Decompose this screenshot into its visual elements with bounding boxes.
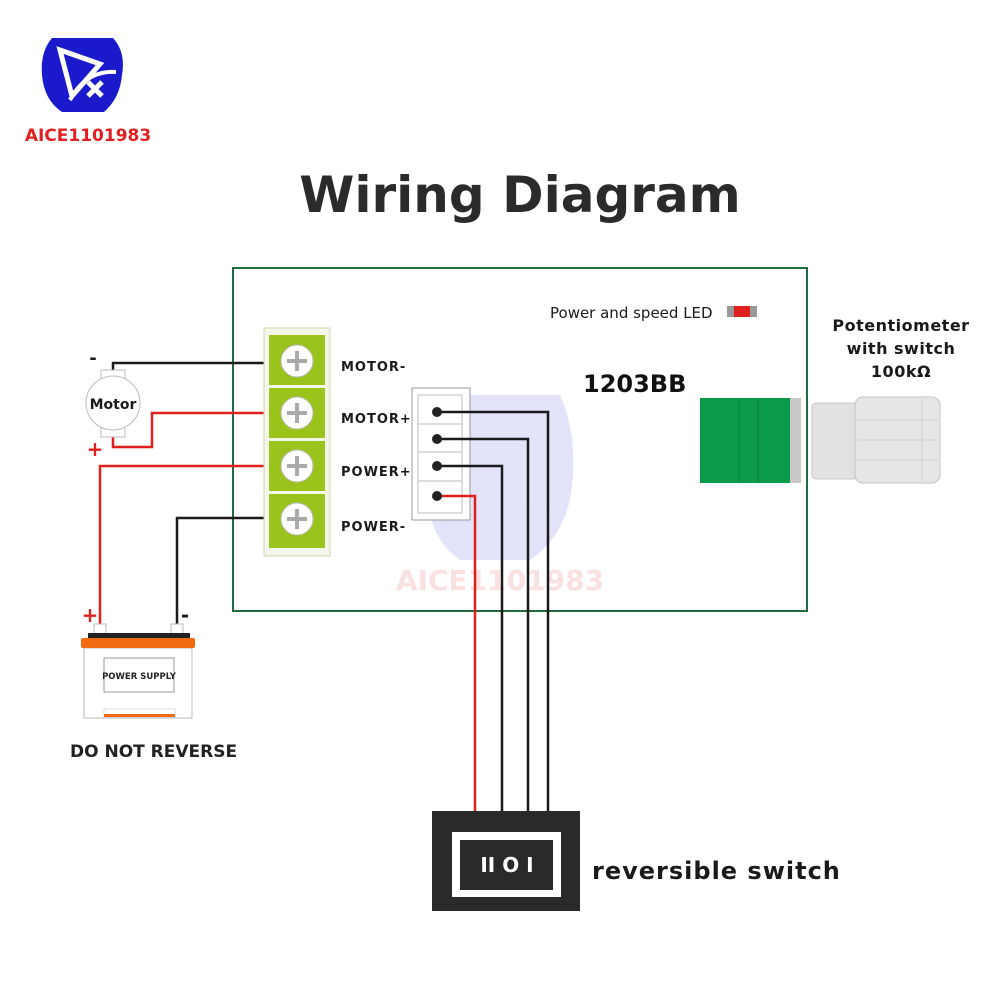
power-supply-label: POWER SUPPLY — [102, 672, 177, 682]
potentiometer-label-line3: 100kΩ — [871, 362, 931, 381]
motor: Motor - + — [85, 348, 141, 461]
switch-positions: II O I — [480, 853, 533, 877]
switch-connector — [411, 387, 471, 521]
terminal-label-motor-plus: MOTOR+ — [341, 412, 412, 427]
page-title: Wiring Diagram — [299, 166, 741, 224]
terminal-label-power-minus: POWER- — [341, 520, 406, 535]
terminal-label-motor-minus: MOTOR- — [341, 360, 406, 375]
switch-wiring — [437, 410, 550, 812]
battery-minus-sign: - — [181, 603, 189, 627]
power-supply: POWER SUPPLY + - — [81, 603, 195, 719]
potentiometer — [700, 396, 941, 484]
battery-plus-sign: + — [82, 603, 99, 627]
controller-board — [232, 267, 808, 612]
terminal-label-power-plus: POWER+ — [341, 465, 412, 480]
motor-minus-sign: - — [89, 348, 96, 369]
motor-label: Motor — [90, 397, 137, 413]
logo-text: AICE1101983 — [25, 126, 151, 146]
left-wiring — [98, 361, 266, 630]
watermark-text: AICE1101983 — [396, 564, 604, 597]
brand-logo: AICE1101983 — [25, 38, 151, 146]
reversible-switch: II O I — [432, 811, 580, 911]
motor-plus-sign: + — [87, 437, 104, 461]
board-model: 1203BB — [583, 370, 686, 398]
potentiometer-label-line2: with switch — [847, 339, 956, 358]
potentiometer-label-line1: Potentiometer — [832, 316, 969, 335]
terminal-block — [263, 327, 331, 557]
switch-label: reversible switch — [592, 857, 841, 885]
led-label: Power and speed LED — [550, 304, 713, 322]
do-not-reverse-warning: DO NOT REVERSE — [70, 742, 237, 762]
